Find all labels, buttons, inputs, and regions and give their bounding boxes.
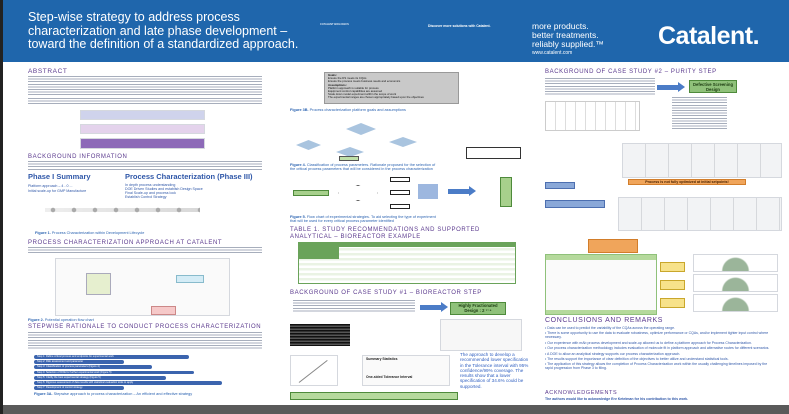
phase1-list: Platform approach – 4 - 0 ...Initial sca…	[28, 184, 87, 194]
flow-chart-figure	[55, 258, 230, 316]
stepwise-heading: STEPWISE RATIONALE TO CONDUCT PROCESS CH…	[28, 324, 262, 330]
tagline: more products. better treatments. reliab…	[532, 21, 604, 49]
defective-screening-design-box: Defective Screening Design	[689, 80, 737, 93]
step-5: Step 5: Clarify the best experimental st…	[34, 376, 166, 380]
figure-4-caption: Figure 4. Classification of process para…	[290, 163, 436, 172]
abstract-figure-row-3	[80, 138, 205, 149]
conclusion-item: There is some opportunity to use the dat…	[545, 331, 773, 339]
acknowledgements-text: The authors would like to acknowledge Er…	[545, 397, 689, 401]
abstract-figure-row-1	[80, 110, 205, 120]
experimental-strategy-flowchart	[292, 174, 532, 212]
case-study-1-data-table	[290, 324, 350, 346]
conclusion-item: Our experience with mAb process developm…	[545, 341, 773, 345]
conclusions-heading: CONCLUSIONS AND REMARKS	[545, 317, 664, 324]
step-6: Step 6: Rigorous assessment of data resu…	[34, 381, 222, 385]
histogram-1	[693, 254, 778, 272]
diagram-note	[545, 182, 575, 189]
viewer-bottom-bar	[0, 405, 789, 414]
step-1: Step 1: Define critical process and endp…	[34, 355, 189, 359]
figure-2-caption: Figure 2. Potential operation flow chart	[28, 318, 94, 322]
figure-1-caption: Figure 1. Process Characterization withi…	[35, 231, 145, 235]
viewer-left-edge	[0, 0, 3, 414]
conclusion-item: The results support the importance of cl…	[545, 357, 773, 361]
stepwise-text	[28, 332, 262, 350]
cqa-box-2	[660, 280, 685, 290]
highly-fractionated-design-box: Highly Fractionated Design : 2 ⁷⁻⁴	[450, 302, 506, 315]
findings-box	[588, 239, 638, 253]
discover-text: Discover more solutions with Catalent.	[428, 24, 491, 28]
phase3-title: Process Characterization (Phase III)	[125, 172, 253, 181]
step-3: Step 3: Classification of process parame…	[34, 365, 152, 369]
timeline-milestones	[50, 207, 200, 213]
arrow-icon	[420, 302, 448, 312]
prediction-profiler-2	[618, 197, 782, 231]
cqa-box-3	[660, 298, 685, 308]
histogram-2	[693, 274, 778, 292]
classification-flowchart	[295, 114, 530, 161]
not-optimized-warning: Process is not fully optimized at initia…	[628, 179, 746, 185]
poster-header: Step-wise strategy to address process ch…	[0, 0, 789, 62]
step-4: Step 4: Selection of DOE for further exp…	[34, 370, 194, 375]
case-study-2-bullets	[545, 78, 655, 95]
distribution-plot	[290, 355, 338, 386]
table-1	[298, 242, 516, 284]
summary-statistics-panel: Summary Statistics One-sided Tolerance I…	[362, 355, 450, 386]
prediction-profiler-1	[622, 143, 782, 178]
conclusion-item: The application of this strategy allows …	[545, 362, 773, 370]
abstract-text	[28, 76, 262, 96]
approach-heading: PROCESS CHARACTERIZATION APPROACH AT CAT…	[28, 240, 223, 246]
conclusion-item: Our process characterization methodology…	[545, 346, 773, 350]
poster-title: Step-wise strategy to address process ch…	[28, 10, 299, 51]
figure-3b-caption: Figure 3B. Process characterization plat…	[290, 108, 406, 112]
approach-text	[28, 247, 262, 254]
case-study-1-heading: BACKGROUND OF CASE STUDY #1 – BIOREACTOR…	[290, 290, 482, 296]
step-2: Step 2: Risk assessment and parameter	[34, 360, 124, 364]
case-study-1-summary-box	[290, 392, 458, 400]
abstract-figure-row-2	[80, 124, 205, 134]
background-heading: BACKGROUND INFORMATION	[28, 154, 128, 160]
abstract-text-2	[28, 98, 262, 105]
figure-5-caption: Figure 5. Flow chart of experimental str…	[290, 215, 436, 224]
case-study-1-bullets	[293, 300, 415, 313]
variance-simulation-panel	[545, 254, 657, 315]
conclusions-list: Data can be used to predict the variabil…	[545, 326, 773, 372]
response-list	[672, 97, 727, 130]
background-text	[28, 161, 262, 171]
cqa-box-1	[660, 262, 685, 272]
arrow-icon	[657, 82, 685, 92]
statistics-output-panel	[440, 319, 522, 351]
abstract-heading: ABSTRACT	[28, 68, 68, 75]
conclusion-item: Data can be used to predict the variabil…	[545, 326, 773, 330]
case-study-2-data-table	[545, 101, 640, 131]
factor-diagram	[545, 134, 575, 180]
catalent-logo: Catalent.	[658, 22, 760, 50]
table-1-title: TABLE 1. STUDY RECOMMENDATIONS AND SUPPO…	[290, 227, 480, 240]
case-study-1-note: The approach to develop a recommended lo…	[460, 352, 529, 389]
conclusion-item: A DOE to allow an analytical strategy su…	[545, 352, 773, 356]
step-7: Step 7: Development of control strategy	[34, 386, 124, 390]
website-link[interactable]: www.catalent.com	[532, 50, 573, 56]
histogram-3	[693, 294, 778, 312]
case-study-2-heading: BACKGROUND OF CASE STUDY #2 – PURITY STE…	[545, 69, 717, 75]
phase1-title: Phase I Summary	[28, 172, 91, 181]
acknowledgements-heading: ACKNOWLEDGEMENTS	[545, 390, 618, 396]
authors-block: CATALENT BIOLOGICS	[320, 23, 349, 26]
figure-3a-caption: Figure 3A. Stepwise approach to process …	[34, 392, 193, 396]
profiler-note	[545, 200, 605, 208]
